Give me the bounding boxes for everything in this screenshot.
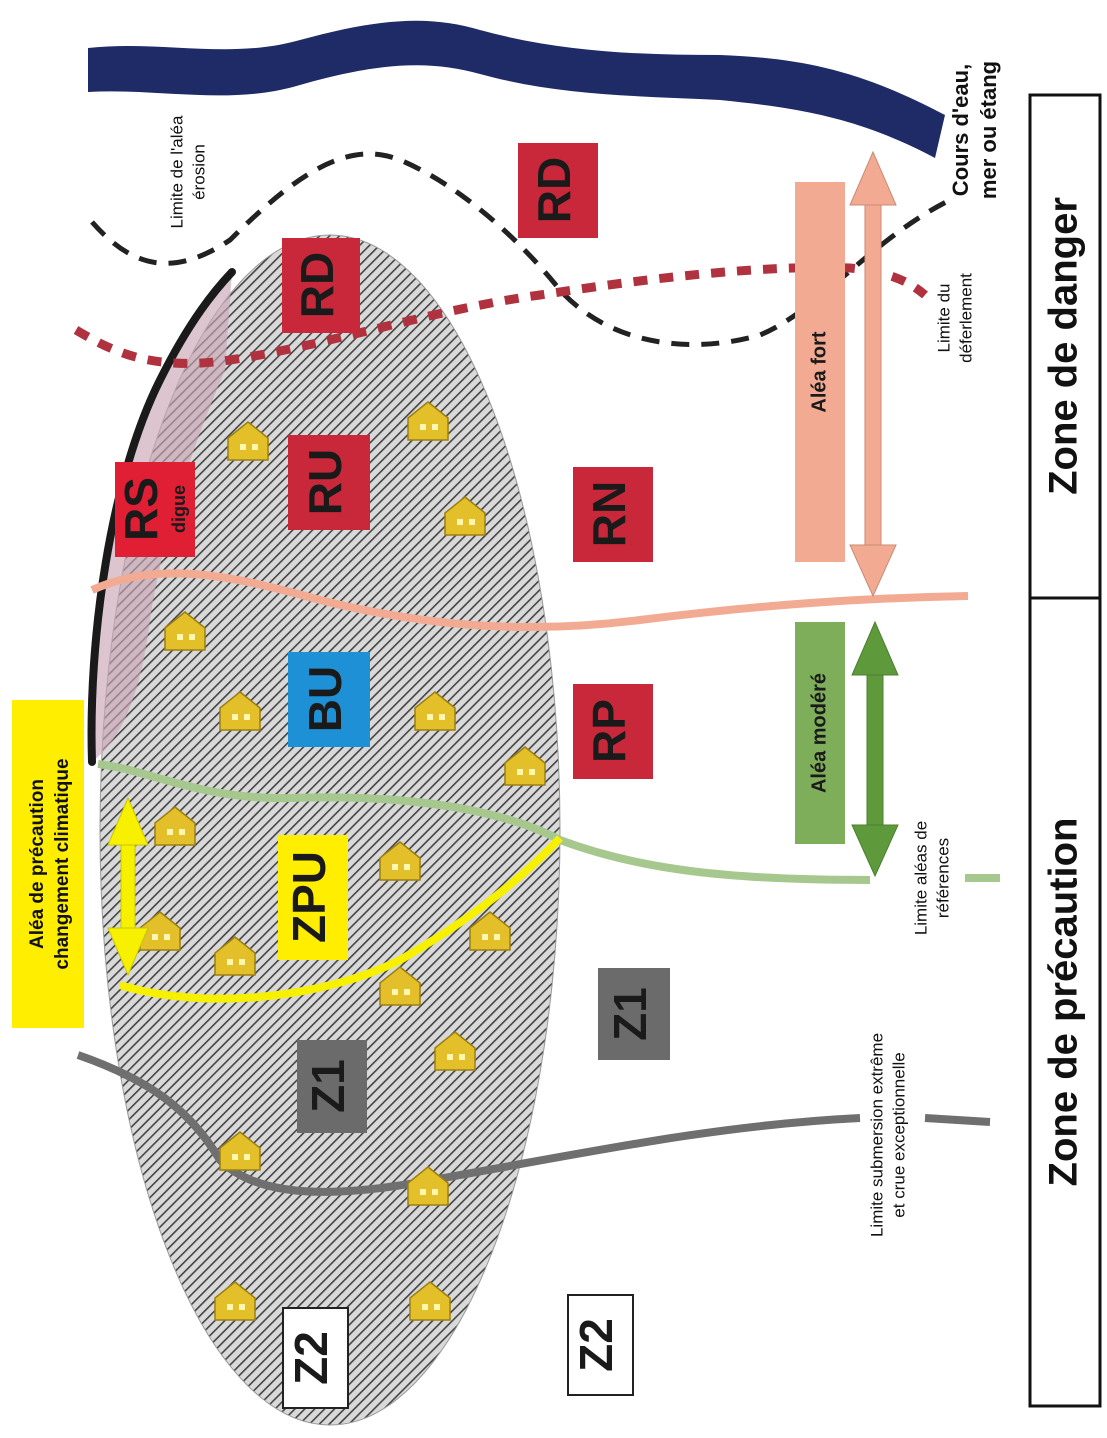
erosion-limit-label-1: Limite de l'aléa [167,115,186,228]
precaution-band-label: Zone de précaution [1042,818,1086,1187]
zone-z2-in-label: Z2 [285,1331,337,1385]
climate-precaution-line [118,835,563,1003]
zone-rs-label: RS [115,477,167,541]
zone-z2-out-label: Z2 [570,1318,622,1372]
zone-bu-label: BU [299,666,351,732]
danger-band [1028,93,1102,600]
aleas-reference-label-2: références [933,838,952,918]
water-body [88,20,945,159]
zone-rd-mid-box [282,238,360,333]
zone-z1-out-box [598,968,670,1060]
zone-ru-box [288,435,370,530]
deferlement-label-2: déferlement [956,273,975,363]
extreme-submersion-line [76,1051,861,1196]
zone-rn-label: RN [583,481,635,547]
zone-zpu-label: ZPU [283,851,335,943]
alea-fort-label: Aléa fort [808,331,830,412]
alea-fort-limit-line [90,569,969,632]
zone-bu-box [288,652,370,747]
extreme-submersion-dash [924,1114,991,1126]
alea-fort-arrow [849,150,897,598]
alea-fort-bar [795,182,845,562]
aleas-reference-limit-line [97,760,871,884]
alea-modere-bar [795,622,845,844]
zone-rd-top-box [518,143,598,238]
zone-rp-box [573,684,653,779]
zone-z2-in-box [282,1307,349,1409]
zone-z1-in-label: Z1 [302,1059,354,1113]
precaution-band [1028,596,1102,1408]
zone-rs-box [115,462,195,557]
zone-rd-mid-label: RD [291,252,343,318]
water-label-1: Cours d'eau, [948,64,973,196]
digue-line [87,268,236,766]
zone-rd-top-label: RD [528,157,580,223]
erosion-limit-line [90,151,952,348]
danger-band-label: Zone de danger [1042,197,1086,495]
erosion-limit-label-2: érosion [189,144,208,200]
zone-z1-in-box [297,1040,367,1133]
zone-z2-out-box [567,1294,634,1396]
submersion-label-2: et crue exceptionnelle [889,1052,908,1217]
climate-precaution-box [12,700,84,1028]
aleas-reference-label-1: Limite aléas de [911,821,930,935]
climate-precaution-line1: Aléa de précaution [27,779,48,949]
zone-z1-out-label: Z1 [604,987,656,1041]
submersion-label-1: Limite submersion extrême [867,1033,886,1237]
zone-zpu-box [278,835,348,960]
zone-rp-label: RP [583,699,635,763]
zone-rs-sublabel: digue [169,485,189,533]
zone-rn-box [573,467,653,562]
zone-ru-label: RU [299,449,351,515]
climate-precaution-line2: changement climatique [52,758,73,969]
climate-precaution-arrow [107,796,149,977]
deferlement-label-1: Limite du [934,284,953,353]
alea-modere-label: Aléa modéré [808,673,830,793]
alea-modere-arrow [851,620,899,878]
deferlement-limit-line [73,263,928,368]
water-label-2: mer ou étang [976,61,1001,199]
